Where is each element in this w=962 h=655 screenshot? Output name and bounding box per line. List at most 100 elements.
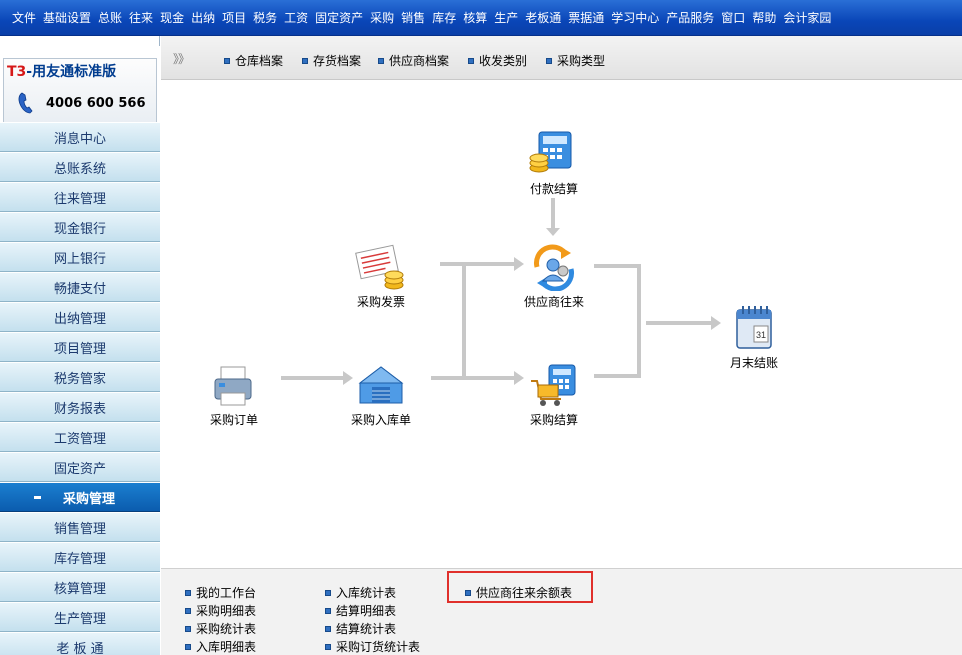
nav-item-label: 往来管理 [53,191,106,207]
link-purchase-stats[interactable]: 采购统计表 [185,620,256,637]
link-label: 入库统计表 [336,586,397,600]
nav-item[interactable]: 项目管理 [0,332,160,362]
nav-item-label: 网上银行 [53,251,106,267]
menu-cash[interactable]: 现金 [160,11,185,25]
nav-item-label: 项目管理 [53,341,106,357]
link-receipt-stats[interactable]: 入库统计表 [325,584,396,601]
nav-item[interactable]: 往来管理 [0,182,160,212]
bullet-icon [34,496,41,499]
shortcut-stock-file[interactable]: 存货档案 [302,52,361,69]
link-my-workbench[interactable]: 我的工作台 [185,584,256,601]
nav-item[interactable]: 工资管理 [0,422,160,452]
node-label: 供应商往来 [523,295,584,309]
link-label: 采购明细表 [196,604,257,618]
node-purchase-order[interactable]: 采购订单 [184,363,284,428]
node-supplier[interactable]: 供应商往来 [504,243,604,310]
menu-production[interactable]: 生产 [494,11,519,25]
menu-bills[interactable]: 票据通 [568,11,605,25]
link-receipt-detail[interactable]: 入库明细表 [185,638,256,655]
nav-item[interactable]: 生产管理 [0,602,160,632]
calendar-icon: 31 [736,306,772,349]
nav-item-label: 生产管理 [53,611,106,627]
link-label: 供应商往来余额表 [476,586,573,600]
node-label: 采购发票 [356,295,405,309]
menu-general-ledger[interactable]: 总账 [98,11,123,25]
link-settle-detail[interactable]: 结算明细表 [325,602,396,619]
menu-purchase[interactable]: 采购 [370,11,395,25]
node-payment[interactable]: 付款结算 [504,128,604,197]
shortcut-strip: 》》 仓库档案 存货档案 供应商档案 收发类别 采购类型 [161,36,962,80]
menu-file[interactable]: 文件 [12,11,37,25]
menu-tax[interactable]: 税务 [253,11,278,25]
shortcut-io-category[interactable]: 收发类别 [468,52,527,69]
nav-item[interactable]: 畅捷支付 [0,272,160,302]
link-label: 采购订货统计表 [336,640,421,654]
nav-item-label: 现金银行 [53,221,106,237]
link-label: 采购统计表 [196,622,257,636]
menu-costing[interactable]: 核算 [463,11,488,25]
nav-item-label: 工资管理 [53,431,106,447]
menu-accounting-home[interactable]: 会计家园 [783,11,832,25]
node-purchase-settle[interactable]: 采购结算 [504,363,604,428]
menu-sales[interactable]: 销售 [401,11,426,25]
nav-item[interactable]: 老 板 通 [0,632,160,655]
menu-project[interactable]: 项目 [222,11,247,25]
calculator-coins-icon [529,131,572,173]
menu-fixed-assets[interactable]: 固定资产 [315,11,364,25]
nav-item[interactable]: 采购管理 [0,482,160,512]
flow-line [281,376,343,380]
link-order-stats[interactable]: 采购订货统计表 [325,638,420,655]
hotline: 4006 600 566 [18,92,146,114]
node-month-end[interactable]: 31 月末结账 [704,302,804,371]
node-invoice[interactable]: 采购发票 [331,243,431,310]
nav-item[interactable]: 销售管理 [0,512,160,542]
nav-item[interactable]: 现金银行 [0,212,160,242]
link-label: 我的工作台 [196,586,257,600]
nav-item-label: 销售管理 [53,521,106,537]
arrow-head [514,371,524,385]
link-settle-stats[interactable]: 结算统计表 [325,620,396,637]
nav-item[interactable]: 出纳管理 [0,302,160,332]
menu-accounts[interactable]: 往来 [129,11,154,25]
arrow-head [343,371,353,385]
nav-item[interactable]: 固定资产 [0,452,160,482]
menu-services[interactable]: 产品服务 [666,11,715,25]
nav-item[interactable]: 库存管理 [0,542,160,572]
menu-payroll[interactable]: 工资 [284,11,309,25]
nav-item[interactable]: 税务管家 [0,362,160,392]
menu-basic-settings[interactable]: 基础设置 [43,11,92,25]
node-purchase-receipt[interactable]: 采购入库单 [331,363,431,428]
nav-item-label: 核算管理 [53,581,106,597]
link-purchase-detail[interactable]: 采购明细表 [185,602,256,619]
bullet-icon [468,57,474,64]
bullet-icon [325,589,331,596]
nav-item-label: 出纳管理 [53,311,106,327]
menu-cashier[interactable]: 出纳 [191,11,216,25]
nav-item[interactable]: 核算管理 [0,572,160,602]
menu-inventory[interactable]: 库存 [432,11,457,25]
shortcut-purchase-type[interactable]: 采购类型 [546,52,605,69]
nav-item[interactable]: 网上银行 [0,242,160,272]
brand-prefix: T3 [7,64,27,80]
menu-learning[interactable]: 学习中心 [611,11,660,25]
nav-item[interactable]: 财务报表 [0,392,160,422]
shortcut-supplier-file[interactable]: 供应商档案 [378,52,449,69]
nav-item[interactable]: 消息中心 [0,122,160,152]
menu-help[interactable]: 帮助 [752,11,777,25]
chevron-right-icon[interactable]: 》》 [173,52,190,66]
bullet-icon [325,643,331,650]
bullet-icon [546,57,552,64]
nav-item-label: 财务报表 [53,401,106,417]
nav-item[interactable]: 总账系统 [0,152,160,182]
shortcut-warehouse-file[interactable]: 仓库档案 [224,52,283,69]
node-label: 采购结算 [529,413,578,427]
purchase-flow-diagram: 付款结算 采购发票 供应商往来 [161,80,962,568]
flow-line [646,321,711,325]
menu-boss[interactable]: 老板通 [525,11,562,25]
flow-line [462,262,466,378]
nav-item-label: 采购管理 [62,491,115,507]
menu-window[interactable]: 窗口 [721,11,746,25]
link-supplier-balance[interactable]: 供应商往来余额表 [465,584,572,601]
shortcut-label: 供应商档案 [389,54,450,68]
